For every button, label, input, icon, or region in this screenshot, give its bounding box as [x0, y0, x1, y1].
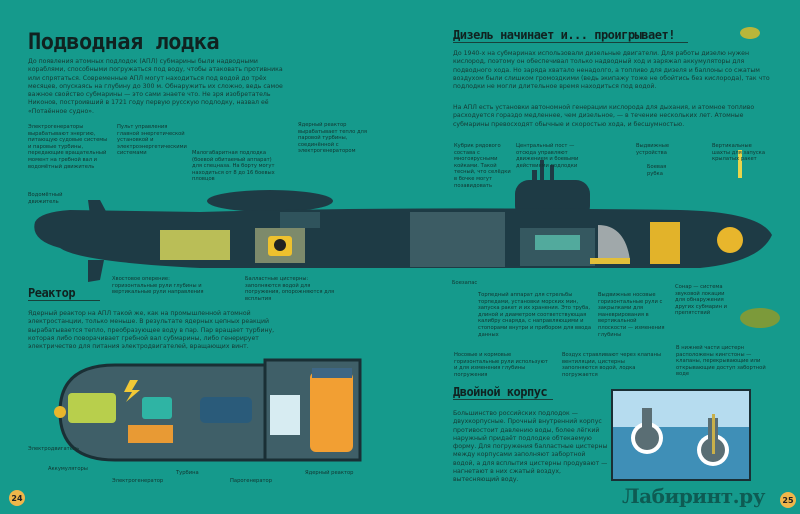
diesel-heading: Дизель начинает и... проигрывает!	[453, 28, 688, 43]
mini-sub	[207, 190, 333, 212]
diesel-text-2: На АПЛ есть установки автономной генерац…	[453, 104, 755, 128]
fish-icon	[740, 308, 780, 328]
label-generators: Электрогенераторы вырабатывают энергию, …	[28, 124, 108, 170]
submarine-illustration	[34, 150, 773, 282]
label-missile-shafts: Вертикальные шахты для запуска крылатых …	[712, 143, 765, 163]
label-kingston: В нижней части цистерн расположены кингс…	[676, 345, 766, 378]
missile	[738, 150, 742, 178]
page-number-right: 25	[780, 492, 796, 508]
label-reactor: Ядерный реактор вырабатывает тепло для п…	[298, 122, 367, 155]
reactor-heading: Реактор	[28, 286, 100, 301]
reactor-text: Ядерный реактор на АПЛ такой же, как на …	[28, 310, 275, 351]
page-title: Подводная лодка	[28, 30, 220, 55]
intro-text: До появления атомных подлодок (АПЛ) субм…	[28, 58, 283, 115]
label-control-panel: Пульт управления главной энергетической …	[117, 124, 187, 157]
label-torpedo: Торпедный аппарат для стрельбы торпедами…	[478, 292, 592, 338]
label-ballast: Балластные цистерны: заполняются водой д…	[245, 276, 335, 302]
label-batteries: Аккумуляторы	[48, 466, 88, 472]
label-rudders: Носовые и кормовые горизонтальные рули и…	[454, 352, 548, 378]
label-air-vent: Воздух стравливают через клапаны вентиля…	[562, 352, 662, 378]
label-bow-planes: Выдвижные носовые горизонтальные рули с …	[598, 292, 665, 338]
label-waterjet: Водомётный движитель	[28, 192, 63, 205]
label-generator: Электрогенератор	[112, 478, 164, 484]
double-hull-illustration	[611, 389, 751, 481]
double-hull-text: Большинство российских подлодок — двухко…	[453, 410, 608, 484]
watermark-logo: Лабиринт.ру	[622, 484, 765, 508]
label-masts: Выдвижные устройства	[636, 143, 670, 156]
label-central-post: Центральный пост — отсюда управляют движ…	[516, 143, 579, 169]
label-steam-generator: Парогенератор	[230, 478, 273, 484]
label-ammo: Боезапас	[452, 280, 478, 286]
fish-icon	[740, 27, 760, 39]
label-tail: Хвостовое оперение: горизонтальные рули …	[112, 276, 204, 296]
label-motor: Электродвигатель	[28, 446, 80, 452]
diesel-text-1: До 1940-х на субмаринах использовали диз…	[453, 50, 770, 91]
label-conning-tower: Боевая рубка	[647, 164, 667, 177]
reactor-diagram	[54, 358, 362, 462]
label-sonar: Сонар — система звуковой локации для обн…	[675, 284, 728, 317]
page-number-left: 24	[9, 490, 25, 506]
double-hull-heading: Двойной корпус	[453, 385, 553, 400]
label-turbine: Турбина	[176, 470, 199, 476]
label-crew-quarters: Кубрик рядового состава с многоярусными …	[454, 143, 511, 189]
label-nuclear-reactor: Ядерный реактор	[305, 470, 354, 476]
label-mini-sub: Малогабаритная подлодка (боевой обитаемы…	[192, 150, 275, 183]
